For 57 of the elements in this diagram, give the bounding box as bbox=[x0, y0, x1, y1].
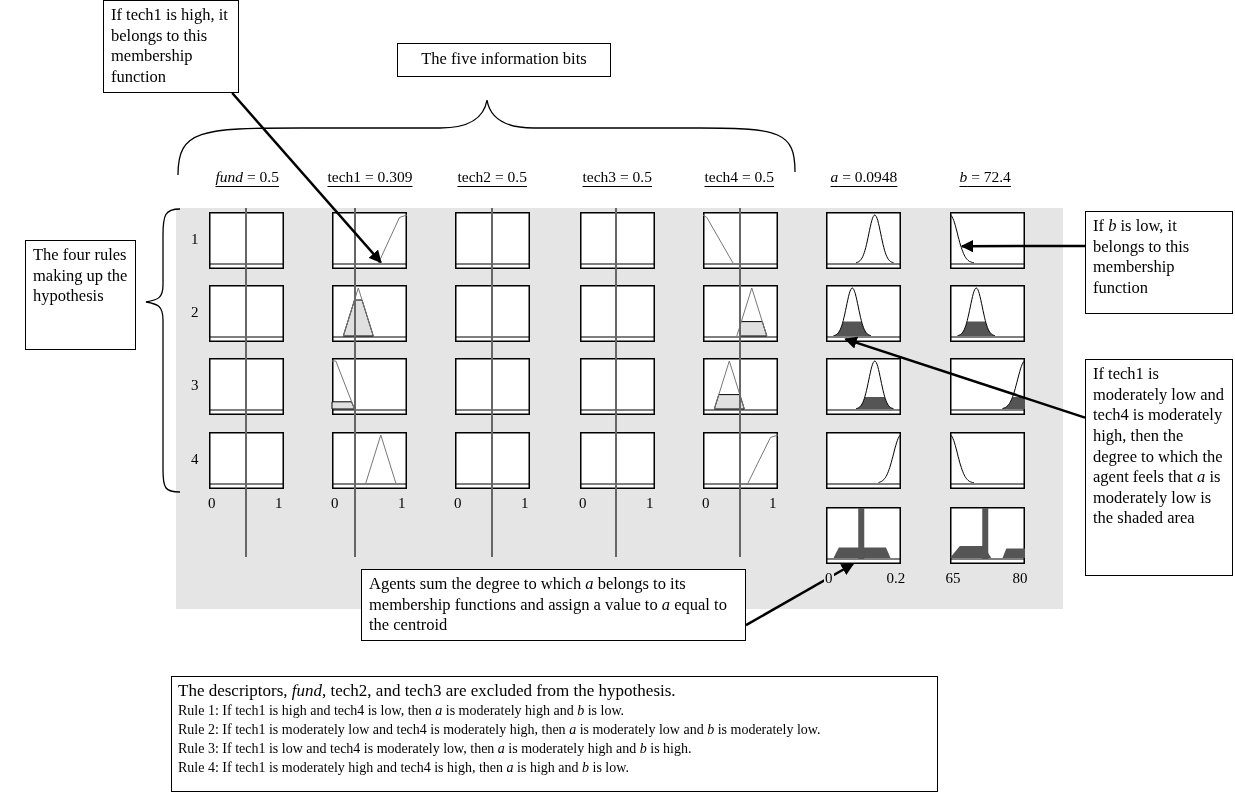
membership-plot bbox=[580, 432, 655, 489]
leader-arrow bbox=[844, 336, 1086, 419]
membership-plot bbox=[580, 285, 655, 342]
membership-plot bbox=[455, 432, 530, 489]
callout-box bbox=[103, 0, 239, 93]
leader-arrow bbox=[231, 92, 382, 264]
membership-plot bbox=[826, 212, 901, 269]
callout-box bbox=[1085, 359, 1233, 576]
membership-plot bbox=[332, 358, 407, 415]
note-text: The descriptors, fund, tech2, and tech3 are excluded from the hypothesis. bbox=[178, 680, 677, 701]
membership-plot bbox=[703, 432, 778, 489]
membership-plot bbox=[580, 358, 655, 415]
membership-plot bbox=[332, 285, 407, 342]
callout-text: Agents sum the degree to which a belongs to its membership functions and assign a value to a equal to the centroid bbox=[369, 574, 728, 636]
membership-plot bbox=[826, 358, 901, 415]
rule-text: Rule 2: If tech1 is moderately low and tech4 is moderately high, then a is moderately low and b is moderately low. bbox=[178, 721, 822, 739]
membership-plot bbox=[455, 212, 530, 269]
rule-text: Rule 3: If tech1 is low and tech4 is moderately low, then a is moderately high and b is high. bbox=[178, 740, 693, 758]
membership-plot bbox=[950, 285, 1025, 342]
callout-box bbox=[1085, 211, 1233, 314]
row-number: 3 bbox=[190, 377, 200, 394]
membership-plot bbox=[703, 285, 778, 342]
membership-plot bbox=[826, 285, 901, 342]
callout-text: The four rules making up the hypothesis bbox=[33, 245, 128, 307]
membership-plot bbox=[209, 432, 284, 489]
callout-text: If tech1 is moderately low and tech4 is moderately high, then the degree to which the agent feels that a is moderately low is the shaded area bbox=[1093, 364, 1225, 529]
column-header: fund = 0.5 bbox=[214, 168, 280, 186]
callout-text: If b is low, it belongs to this membership function bbox=[1093, 216, 1191, 299]
membership-plot bbox=[703, 212, 778, 269]
callout-box bbox=[397, 43, 611, 77]
aggregate-plot bbox=[826, 507, 901, 564]
membership-plot bbox=[332, 212, 407, 269]
callout-text: The five information bits bbox=[420, 49, 588, 70]
row-number: 4 bbox=[190, 451, 200, 468]
leader-arrow bbox=[960, 239, 1085, 253]
row-number: 1 bbox=[190, 231, 200, 248]
rule-text: Rule 4: If tech1 is moderately high and tech4 is high, then a is high and b is low. bbox=[178, 759, 630, 777]
row-number: 2 bbox=[190, 304, 200, 321]
callout-box bbox=[361, 569, 746, 641]
membership-plot bbox=[950, 212, 1025, 269]
callout-text: If tech1 is high, it belongs to this membership function bbox=[111, 5, 229, 88]
membership-plot bbox=[950, 358, 1025, 415]
membership-plot bbox=[580, 212, 655, 269]
membership-plot bbox=[209, 285, 284, 342]
membership-plot bbox=[455, 358, 530, 415]
callout-box bbox=[25, 240, 136, 350]
membership-plot bbox=[703, 358, 778, 415]
rule-text: Rule 1: If tech1 is high and tech4 is low, then a is moderately high and b is low. bbox=[178, 702, 626, 720]
text-box bbox=[171, 676, 938, 792]
membership-plot bbox=[950, 432, 1025, 489]
aggregate-plot bbox=[950, 507, 1025, 564]
membership-plot bbox=[332, 432, 407, 489]
membership-plot bbox=[209, 358, 284, 415]
membership-plot bbox=[455, 285, 530, 342]
membership-plot bbox=[826, 432, 901, 489]
leader-arrow bbox=[745, 562, 855, 627]
membership-plot bbox=[209, 212, 284, 269]
